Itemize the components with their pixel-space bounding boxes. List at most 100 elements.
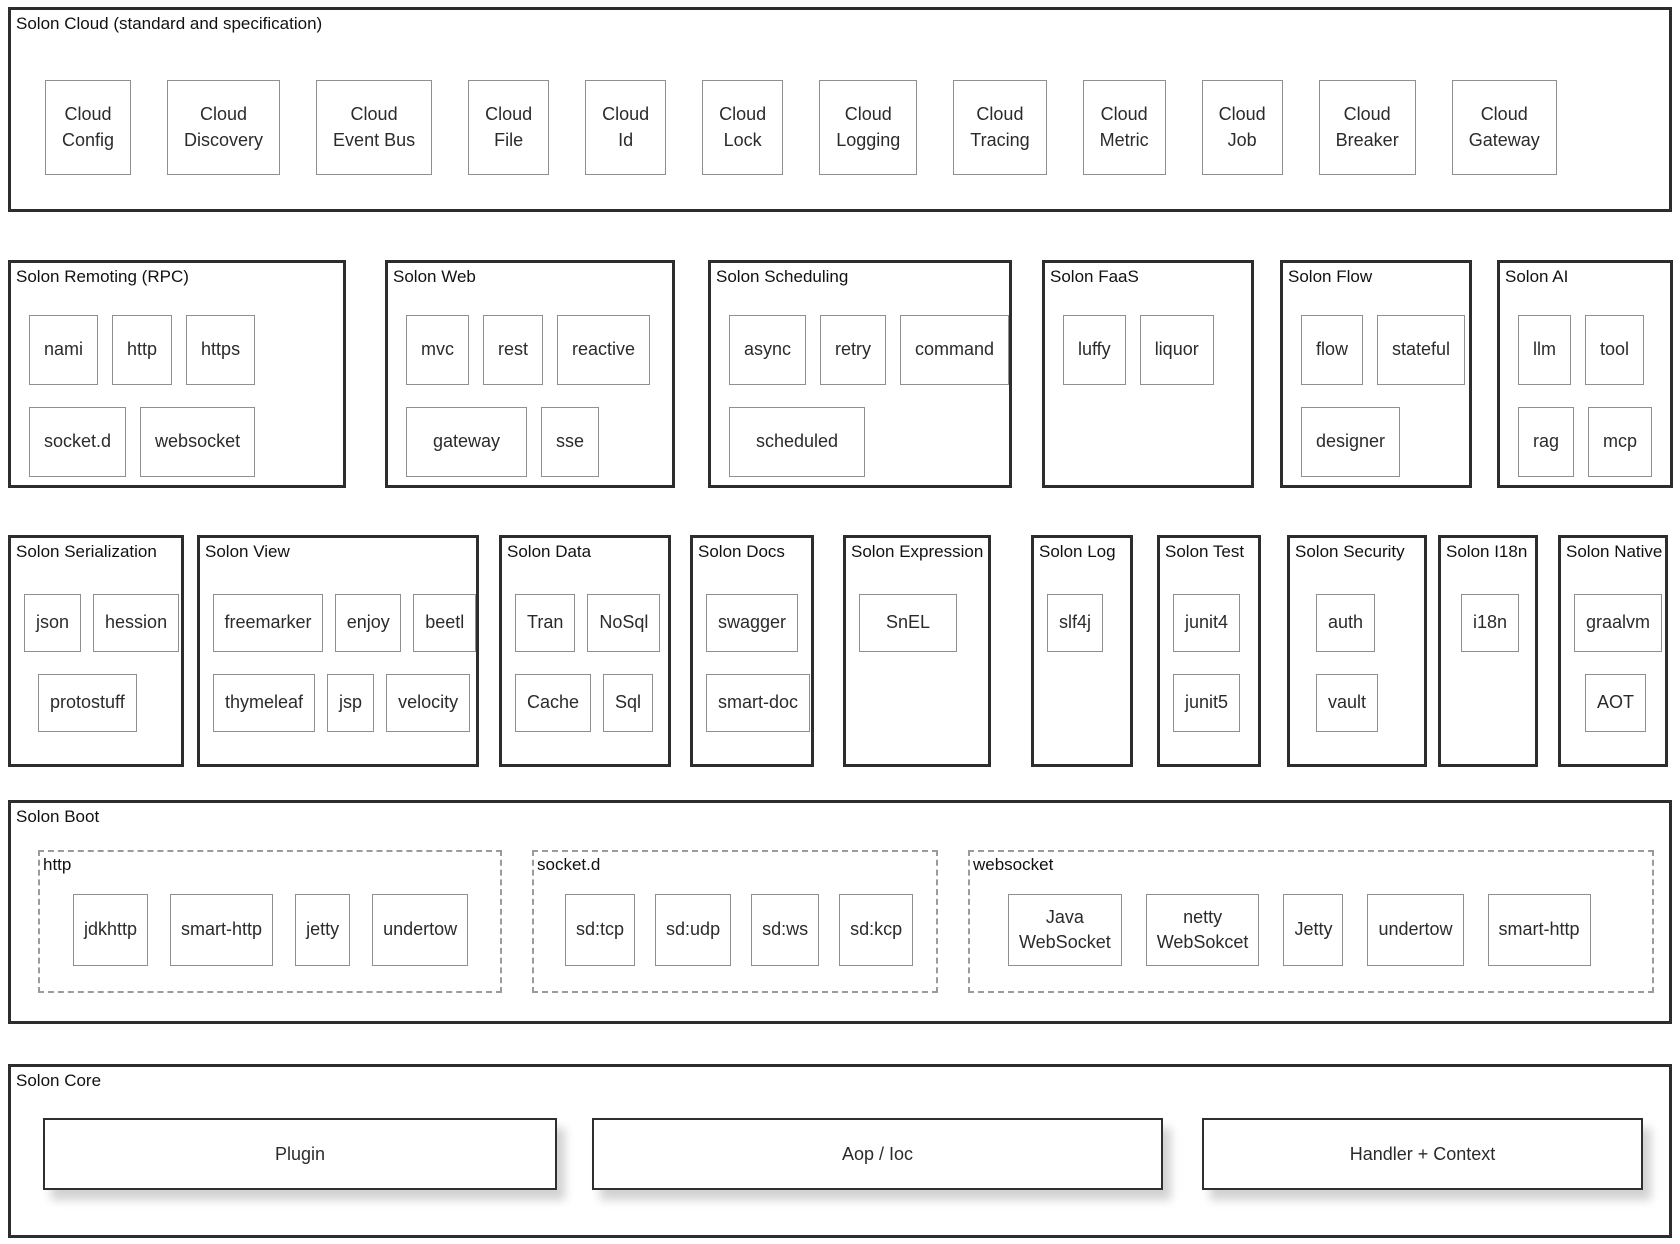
module-hession: hession (93, 594, 180, 652)
module-stateful: stateful (1377, 315, 1466, 385)
section-solon-test: Solon Test junit4 junit5 (1157, 535, 1261, 767)
section-solon-docs: Solon Docs swagger smart-doc (690, 535, 814, 767)
module-sd-ws: sd:ws (751, 894, 820, 966)
section-solon-view: Solon View freemarker enjoy beetl thymel… (197, 535, 479, 767)
section-solon-scheduling: Solon Scheduling async retry command sch… (708, 260, 1012, 488)
section-title: Solon Cloud (standard and specification) (16, 14, 323, 33)
module-llm: llm (1518, 315, 1571, 385)
section-title: Solon Expression (851, 542, 984, 561)
section-title: Solon Web (393, 267, 476, 286)
module-row: mvc rest reactive (406, 315, 672, 385)
module-handler-context: Handler + Context (1202, 1118, 1643, 1190)
module-smart-doc: smart-doc (706, 674, 811, 732)
module-row: flow stateful (1301, 315, 1469, 385)
boot-group-title: socket.d (537, 855, 601, 874)
section-title: Solon Native (1566, 542, 1663, 561)
module-velocity: velocity (386, 674, 471, 732)
module-gateway: gateway (406, 407, 528, 477)
module-row: Cache Sql (515, 674, 668, 732)
module-luffy: luffy (1063, 315, 1126, 385)
section-title: Solon AI (1505, 267, 1569, 286)
module-row: scheduled (729, 407, 1009, 477)
module-row: socket.d websocket (29, 407, 343, 477)
section-solon-faas: Solon FaaS luffy liquor (1042, 260, 1254, 488)
module-row: slf4j (1047, 594, 1130, 652)
section-title: Solon Log (1039, 542, 1116, 561)
section-solon-ai: Solon AI llm tool rag mcp (1497, 260, 1673, 488)
section-title: Solon Test (1165, 542, 1245, 561)
module-cache: Cache (515, 674, 592, 732)
module-mcp: mcp (1588, 407, 1653, 477)
module-scheduled: scheduled (729, 407, 866, 477)
module-row: graalvm (1574, 594, 1665, 652)
module-vault: vault (1316, 674, 1379, 732)
module-flow: flow (1301, 315, 1364, 385)
section-title: Solon Docs (698, 542, 785, 561)
module-java-websocket: Java WebSocket (1008, 894, 1122, 966)
boot-group-socketd: socket.d sd:tcp sd:udp sd:ws sd:kcp (532, 850, 938, 993)
section-title: Solon Security (1295, 542, 1405, 561)
module-reactive: reactive (557, 315, 651, 385)
module-cloud-discovery: Cloud Discovery (167, 80, 281, 175)
module-netty-websocket: netty WebSokcet (1145, 894, 1260, 966)
module-enjoy: enjoy (334, 594, 402, 652)
boot-group-title: websocket (973, 855, 1054, 874)
section-title: Solon Scheduling (716, 267, 849, 286)
module-thymeleaf: thymeleaf (213, 674, 316, 732)
module-rag: rag (1518, 407, 1575, 477)
module-row: json hession (24, 594, 181, 652)
section-solon-native: Solon Native graalvm AOT (1558, 535, 1668, 767)
module-row: sd:tcp sd:udp sd:ws sd:kcp (565, 894, 936, 966)
module-async: async (729, 315, 807, 385)
module-cloud-lock: Cloud Lock (702, 80, 784, 175)
module-tool: tool (1585, 315, 1645, 385)
module-swagger: swagger (706, 594, 799, 652)
module-websocket: websocket (140, 407, 256, 477)
section-solon-data: Solon Data Tran NoSql Cache Sql (499, 535, 671, 767)
module-row: async retry command (729, 315, 1009, 385)
module-rest: rest (483, 315, 544, 385)
module-row: junit5 (1173, 674, 1258, 732)
section-solon-expression: Solon Expression SnEL (843, 535, 991, 767)
section-solon-security: Solon Security auth vault (1287, 535, 1427, 767)
section-solon-serialization: Solon Serialization json hession protost… (8, 535, 184, 767)
section-title: Solon Data (507, 542, 592, 561)
section-solon-i18n: Solon I18n i18n (1438, 535, 1538, 767)
module-row: luffy liquor (1063, 315, 1251, 385)
section-solon-core: Solon Core Plugin Aop / Ioc Handler + Co… (8, 1064, 1672, 1238)
module-cloud-gateway: Cloud Gateway (1451, 80, 1557, 175)
boot-group-http: http jdkhttp smart-http jetty undertow (38, 850, 502, 993)
module-jetty: jetty (295, 894, 351, 966)
module-jdkhttp: jdkhttp (73, 894, 149, 966)
module-row: Java WebSocket netty WebSokcet Jetty und… (1008, 894, 1652, 966)
module-cloud-metric: Cloud Metric (1082, 80, 1166, 175)
module-slf4j: slf4j (1047, 594, 1104, 652)
module-row: vault (1316, 674, 1424, 732)
module-cloud-logging: Cloud Logging (819, 80, 918, 175)
section-title: Solon I18n (1446, 542, 1528, 561)
section-solon-remoting: Solon Remoting (RPC) nami http https soc… (8, 260, 346, 488)
module-graalvm: graalvm (1574, 594, 1663, 652)
section-solon-cloud: Solon Cloud (standard and specification)… (8, 7, 1672, 212)
module-jetty: Jetty (1283, 894, 1344, 966)
module-auth: auth (1316, 594, 1376, 652)
module-tran: Tran (515, 594, 576, 652)
section-solon-web: Solon Web mvc rest reactive gateway sse (385, 260, 675, 488)
module-row: nami http https (29, 315, 343, 385)
module-cloud-tracing: Cloud Tracing (953, 80, 1047, 175)
module-row: auth (1316, 594, 1424, 652)
module-cloud-id: Cloud Id (585, 80, 667, 175)
module-undertow: undertow (1367, 894, 1464, 966)
module-plugin: Plugin (43, 1118, 557, 1190)
module-i18n: i18n (1461, 594, 1520, 652)
module-mvc: mvc (406, 315, 469, 385)
module-cloud-breaker: Cloud Breaker (1318, 80, 1416, 175)
section-title: Solon Serialization (16, 542, 157, 561)
module-protostuff: protostuff (38, 674, 137, 732)
module-row: Tran NoSql (515, 594, 668, 652)
module-jsp: jsp (327, 674, 375, 732)
module-designer: designer (1301, 407, 1401, 477)
module-sql: Sql (603, 674, 654, 732)
module-cloud-file: Cloud File (468, 80, 550, 175)
section-title: Solon Boot (16, 807, 100, 826)
